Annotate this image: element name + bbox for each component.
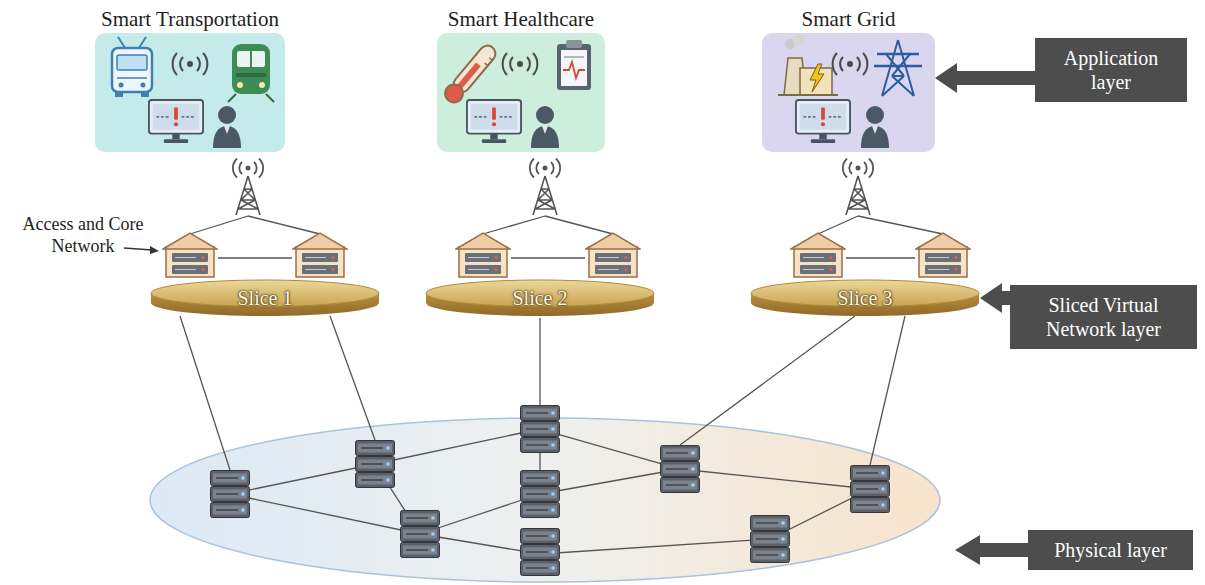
application-panels: [95, 33, 285, 152]
clipboard-icon: [557, 40, 591, 90]
bus-icon: [118, 37, 125, 48]
operator-icon: [861, 106, 889, 148]
bus-icon: [117, 77, 147, 79]
bus-icon: [139, 37, 146, 48]
pylon-icon: [880, 40, 916, 96]
monitor-icon: [149, 100, 203, 143]
clipboard-icon: [557, 44, 591, 90]
train-icon: [228, 44, 274, 102]
wireless-icon: [833, 53, 868, 75]
layer-label: Sliced Virtual Network layer: [1020, 293, 1187, 341]
antenna-tower: [530, 159, 560, 216]
application-panels: [95, 33, 935, 152]
layer-label: Physical layer: [1054, 538, 1167, 562]
server-house: [916, 233, 970, 277]
physical-servers: [661, 446, 700, 493]
thermometer-icon: [489, 58, 492, 61]
network-label: Access and Core Network: [8, 213, 158, 257]
panel-heading: Smart Healthcare: [448, 6, 594, 32]
layer-tag: Application layer: [1035, 38, 1187, 102]
layer-tag: Sliced Virtual Network layer: [1010, 285, 1197, 349]
physical-servers: [211, 471, 250, 518]
pylon-icon: [874, 54, 922, 66]
antenna-tower: [843, 159, 873, 216]
leader-arrow: [124, 246, 159, 254]
train-icon: [232, 44, 270, 94]
bus-icon: [119, 83, 124, 88]
clipboard-icon: [563, 62, 585, 78]
server-house: [586, 233, 640, 277]
physical-servers: [521, 471, 560, 518]
server-house: [791, 233, 845, 277]
layer-pointer: [955, 535, 1030, 565]
slice-label: Slice 1: [238, 286, 293, 310]
bus-icon: [115, 92, 123, 97]
pylon-icon: [874, 40, 922, 96]
layer-pointer-arrow: [957, 71, 1035, 85]
slice-label: Slice 2: [513, 286, 568, 310]
bus-icon: [112, 48, 152, 92]
operator-icon: [213, 106, 241, 148]
layer-label: Application layer: [1045, 46, 1177, 94]
wireless-icon: [503, 53, 538, 75]
slice-label: Slice 3: [838, 286, 893, 310]
clipboard-icon: [564, 56, 584, 58]
physical-servers: [356, 441, 395, 488]
power-plant-icon: [793, 34, 805, 46]
train-icon: [250, 51, 252, 67]
slice-disk: Slice 3: [750, 278, 980, 318]
power-plant-icon: [778, 94, 838, 96]
power-plant-icon: [778, 34, 838, 95]
application-panel: Smart Grid: [762, 4, 935, 152]
train-icon: [237, 82, 243, 88]
server-house: [293, 233, 347, 277]
physical-servers: [401, 511, 440, 558]
application-panel: Smart Healthcare: [437, 4, 605, 152]
slice-disk: Slice 2: [425, 278, 655, 318]
physical-servers: [521, 529, 560, 576]
layer-pointer-arrow: [1002, 291, 1010, 305]
server-house: [163, 233, 217, 277]
server-house: [456, 233, 510, 277]
connector-layer: [957, 78, 1035, 298]
leader-arrow: [124, 248, 152, 250]
application-panels: [762, 33, 935, 152]
clipboard-icon: [561, 50, 587, 86]
layer-pointer: [955, 535, 980, 565]
bus-icon: [141, 83, 146, 88]
physical-servers: [211, 406, 890, 576]
monitor-icon: [796, 100, 850, 143]
physical-servers: [851, 466, 890, 513]
monitor-icon: [467, 100, 521, 143]
panel-heading: Smart Transportation: [101, 6, 279, 32]
application-panels: [437, 33, 605, 152]
layer-pointer: [978, 543, 1030, 557]
train-icon: [237, 51, 265, 67]
thermometer-icon: [441, 81, 466, 106]
slice-mapping-links: [180, 316, 905, 470]
train-icon: [236, 73, 266, 77]
slice-mapping-links: [180, 316, 905, 470]
physical-servers: [521, 406, 560, 453]
slice-disk: Slice 1: [150, 278, 380, 318]
bus-icon: [112, 37, 152, 97]
power-plant-icon: [810, 64, 824, 92]
physical-servers: [751, 516, 790, 563]
panel-heading: Smart Grid: [802, 6, 896, 32]
operator-icon: [531, 106, 559, 148]
bus-icon: [141, 92, 149, 97]
antenna-tower: [233, 159, 263, 216]
leader-arrow: [150, 246, 159, 254]
layer-tag: Physical layer: [1028, 530, 1193, 570]
application-panel: Smart Transportation: [95, 4, 285, 152]
clipboard-icon: [566, 40, 582, 48]
train-icon: [266, 94, 274, 102]
bus-icon: [117, 55, 147, 70]
train-icon: [259, 82, 265, 88]
wireless-icon: [173, 53, 208, 75]
train-icon: [228, 94, 236, 102]
thermometer-icon: [441, 42, 499, 106]
thermometer-icon: [485, 63, 488, 66]
